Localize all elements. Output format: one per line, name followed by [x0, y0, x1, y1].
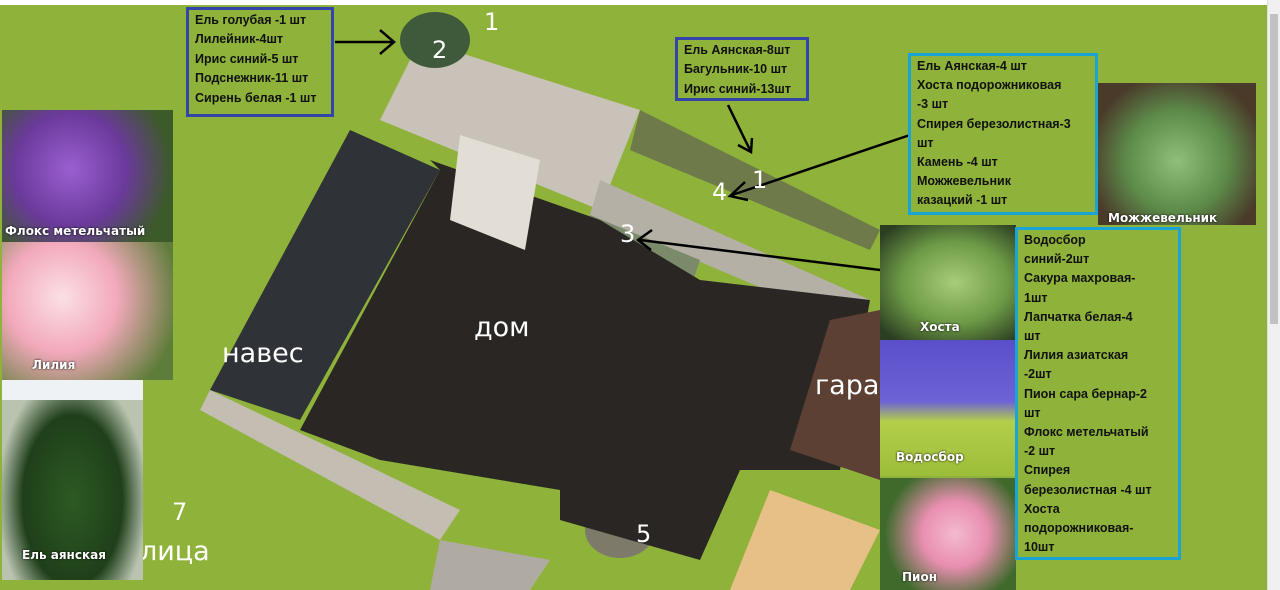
list-item: -2 шт: [1024, 444, 1056, 459]
bed-number-1: 1: [484, 8, 500, 36]
list-item: Ель Аянская-8шт: [684, 43, 791, 57]
list-item: березолистная -4 шт: [1024, 482, 1152, 497]
list-item: Флокс метельчатый: [1024, 425, 1149, 440]
plant-list-bed-3: Водосбор синий-2шт Сакура махровая- 1шт …: [1015, 227, 1181, 560]
list-item: подорожниковая-: [1024, 521, 1134, 536]
bed-number-3: 3: [620, 220, 636, 248]
list-item: Подснежник-11 шт: [195, 71, 309, 86]
house-roof: [300, 160, 870, 560]
label-garage: гара: [815, 370, 880, 401]
label-house: дом: [474, 312, 530, 343]
list-item: -2шт: [1024, 367, 1052, 382]
plant-list-bed-1: Ель Аянская-8шт Багульник-10 шт Ирис син…: [675, 37, 809, 101]
list-item: Лилейник-4шт: [195, 32, 284, 47]
arrows: [335, 29, 911, 272]
list-item: Хоста: [1024, 501, 1060, 516]
photo-caption: Водосбор: [896, 450, 964, 464]
label-street: лица: [140, 536, 210, 567]
list-item: Спирея березолистная-3: [917, 116, 1071, 131]
list-item: шт: [917, 135, 934, 150]
bed-number-4: 4: [712, 178, 728, 206]
list-item: шт: [1024, 329, 1041, 344]
back-path: [200, 390, 460, 540]
paved-yard: [380, 40, 640, 210]
photo-caption: Пион: [902, 570, 937, 584]
bed-number-2: 2: [432, 36, 448, 64]
list-item: Ирис синий-13шт: [684, 81, 791, 96]
vertical-scrollbar[interactable]: [1267, 0, 1280, 590]
list-item: 1шт: [1024, 290, 1048, 305]
top-strip: [0, 0, 1268, 5]
list-item: Можжевельник: [917, 174, 1011, 189]
photo-caption: Флокс метельчатый: [5, 224, 146, 238]
plant-list-bed-4: Ель Аянская-4 шт Хоста подорожниковая -3…: [908, 53, 1098, 215]
list-item: Пион сара бернар-2: [1024, 386, 1148, 401]
bed-number-7: 7: [172, 498, 188, 526]
plant-list-bed-2: Ель голубая -1 шт Лилейник-4шт Ирис сини…: [186, 7, 334, 117]
garage-roof: [790, 310, 880, 480]
list-item: 10шт: [1024, 540, 1055, 555]
list-item: Водосбор: [1024, 233, 1086, 247]
list-item: казацкий -1 шт: [917, 193, 1008, 208]
list-item: Спирея: [1024, 463, 1071, 478]
list-item: Лапчатка белая-4: [1024, 309, 1133, 324]
list-item: шт: [1024, 405, 1041, 420]
list-item: Багульник-10 шт: [684, 62, 788, 77]
list-item: Лилия азиатская: [1024, 348, 1129, 363]
list-item: Сакура махровая-: [1024, 271, 1136, 286]
list-item: Камень -4 шт: [917, 155, 998, 170]
list-item: Сирень белая -1 шт: [195, 90, 317, 105]
label-canopy: навес: [222, 338, 304, 369]
list-item: Ель голубая -1 шт: [195, 13, 307, 27]
photo-lily: Лилия: [2, 242, 173, 380]
chimney: [450, 135, 540, 250]
sandbox: [730, 490, 880, 590]
list-item: Ирис синий-5 шт: [195, 51, 299, 66]
flower-bed-2: [400, 12, 470, 68]
photo-hosta: Хоста: [880, 225, 1016, 340]
bed-number-1b: 1: [752, 166, 768, 194]
scrollbar-thumb[interactable]: [1270, 14, 1278, 324]
border-bed-1: [630, 110, 880, 250]
photo-caption: Можжевельник: [1108, 211, 1218, 225]
photo-caption: Хоста: [920, 320, 960, 334]
photo-peony: Пион: [880, 478, 1016, 590]
photo-caption: Лилия: [32, 358, 76, 372]
photo-spruce: Ель аянская: [2, 380, 143, 580]
photo-juniper: Можжевельник: [1098, 83, 1256, 225]
list-item: Хоста подорожниковая: [917, 78, 1062, 93]
canopy-roof: [210, 130, 440, 420]
bed-number-5: 5: [636, 520, 652, 548]
list-item: -3 шт: [917, 97, 949, 112]
driveway: [430, 540, 550, 590]
photo-aquilegia: Водосбор: [880, 340, 1016, 476]
list-item: Ель Аянская-4 шт: [917, 59, 1027, 73]
photo-phlox: Флокс метельчатый: [2, 110, 173, 242]
list-item: синий-2шт: [1024, 252, 1090, 267]
photo-caption: Ель аянская: [22, 548, 106, 562]
